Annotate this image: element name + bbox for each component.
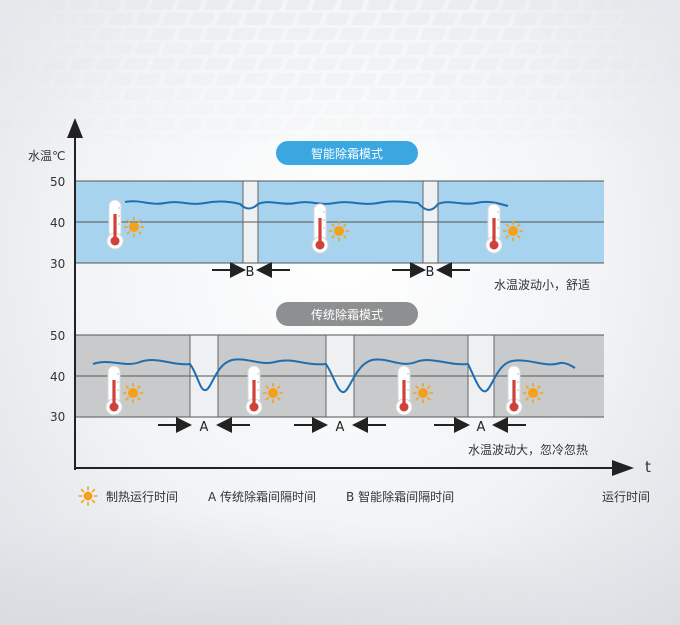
smart-defrost-panel: 智能除霜模式 50 40 30 B B 水温波动小，舒适 [50, 141, 604, 292]
thermometer-icon [106, 199, 124, 250]
smart-tick-30: 30 [50, 257, 65, 271]
sun-icon [262, 382, 284, 404]
thermometer-icon [505, 365, 523, 416]
sun-icon [78, 486, 98, 506]
x-axis-arrow-icon [612, 460, 634, 476]
y-axis-label: 水温℃ [28, 149, 65, 163]
traditional-interval-marker-2: A [294, 417, 386, 435]
smart-tick-40: 40 [50, 216, 65, 230]
sun-icon [122, 382, 144, 404]
sun-icon [123, 216, 145, 238]
legend: 制热运行时间 A 传统除霜间隔时间 B 智能除霜间隔时间 [78, 486, 454, 506]
smart-heating-icons [106, 199, 524, 254]
traditional-title: 传统除霜模式 [311, 307, 383, 322]
smart-title-pill [276, 141, 418, 165]
smart-interval-marker-2: B [392, 262, 470, 280]
sun-icon [522, 382, 544, 404]
traditional-interval-label: A [200, 420, 209, 435]
smart-interval-label: B [246, 265, 255, 280]
legend-smart-interval: B 智能除霜间隔时间 [346, 489, 455, 504]
traditional-note: 水温波动大，忽冷忽热 [468, 442, 588, 457]
smart-note: 水温波动小，舒适 [494, 278, 590, 292]
sun-icon [412, 382, 434, 404]
smart-water-temp-wave [124, 200, 509, 211]
traditional-interval-label: A [336, 420, 345, 435]
legend-traditional-interval: A 传统除霜间隔时间 [208, 489, 317, 504]
thermometer-icon [395, 365, 413, 416]
thermometer-icon [105, 365, 123, 416]
sun-icon [502, 220, 524, 242]
traditional-tick-50: 50 [50, 329, 65, 343]
smart-interval-marker-1: B [212, 262, 290, 280]
thermometer-icon [485, 203, 503, 254]
thermometer-icon [311, 203, 329, 254]
runtime-label: 运行时间 [602, 490, 651, 504]
smart-tick-50: 50 [50, 175, 65, 189]
traditional-interval-label: A [477, 420, 486, 435]
smart-interval-label: B [426, 265, 435, 280]
x-axis-label: t [645, 458, 651, 476]
traditional-defrost-panel: 传统除霜模式 50 40 30 A A [50, 302, 604, 457]
traditional-tick-30: 30 [50, 410, 65, 424]
traditional-heating-icons [105, 365, 544, 416]
traditional-title-pill [276, 302, 418, 326]
traditional-tick-40: 40 [50, 370, 65, 384]
traditional-water-temp-wave [92, 358, 576, 394]
traditional-interval-marker-1: A [158, 417, 250, 435]
sun-icon [328, 220, 350, 242]
traditional-interval-marker-3: A [434, 417, 526, 435]
background-swirl [0, 485, 680, 625]
smart-title: 智能除霜模式 [311, 146, 383, 161]
thermometer-icon [245, 365, 263, 416]
y-axis-arrow-icon [67, 118, 83, 138]
legend-heating-runtime: 制热运行时间 [106, 489, 179, 504]
